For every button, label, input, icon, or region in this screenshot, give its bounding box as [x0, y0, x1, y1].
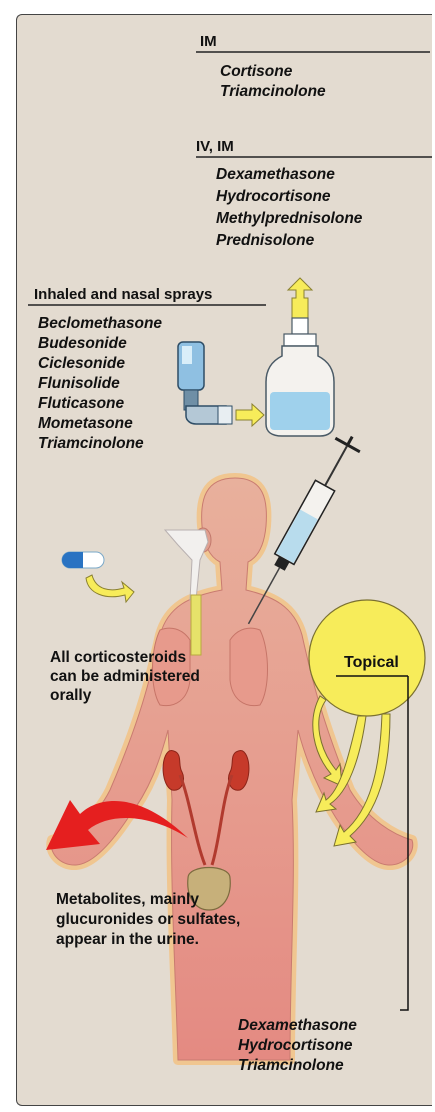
im-header: IM — [200, 33, 217, 50]
nasal-spray-bottle — [266, 278, 334, 436]
airway — [165, 530, 208, 600]
excretion-note-line: Metabolites, mainly — [56, 890, 199, 909]
iv-im-header: IV, IM — [196, 138, 234, 155]
topical-drug: Dexamethasone — [238, 1016, 357, 1036]
oral-note-line: can be administered — [50, 667, 200, 686]
topical-drug: Triamcinolone — [238, 1056, 344, 1076]
iv-im-drug: Prednisolone — [216, 231, 314, 251]
inhaled-drug: Budesonide — [38, 334, 127, 354]
pill-capsule — [62, 552, 104, 568]
inhaled-drug: Flunisolide — [38, 374, 120, 394]
topical-label: Topical — [344, 654, 399, 672]
inhaled-drug: Triamcinolone — [38, 434, 144, 454]
iv-im-drug: Dexamethasone — [216, 165, 335, 185]
esophagus — [191, 595, 201, 655]
excretion-note-line: appear in the urine. — [56, 930, 199, 949]
inhaled-drug: Beclomethasone — [38, 314, 162, 334]
inhaler-device — [178, 342, 232, 424]
inhaled-drug: Fluticasone — [38, 394, 124, 414]
oral-note-line: orally — [50, 686, 91, 705]
inhaler-arrow — [236, 404, 264, 426]
inhaled-drug: Ciclesonide — [38, 354, 125, 374]
iv-im-drug: Methylprednisolone — [216, 209, 362, 229]
oral-note-line: All corticosteroids — [50, 648, 186, 667]
im-drug: Cortisone — [220, 62, 292, 82]
im-drug: Triamcinolone — [220, 82, 326, 102]
excretion-note-line: glucuronides or sulfates, — [56, 910, 240, 929]
inhaled-drug: Mometasone — [38, 414, 133, 434]
inhaled-header: Inhaled and nasal sprays — [34, 286, 212, 303]
topical-drug: Hydrocortisone — [238, 1036, 353, 1056]
iv-im-drug: Hydrocortisone — [216, 187, 331, 207]
oral-arrow — [86, 575, 134, 602]
